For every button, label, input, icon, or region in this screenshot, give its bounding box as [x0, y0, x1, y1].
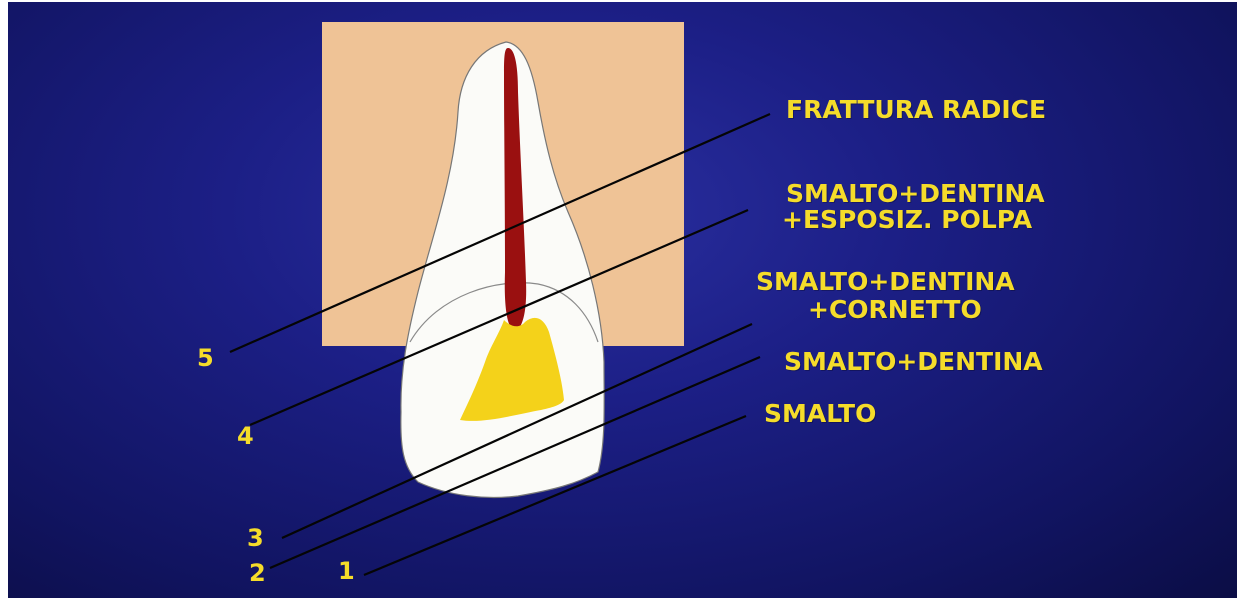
label-smalto-dentina: SMALTO+DENTINA — [784, 348, 1043, 375]
tooth-fracture-diagram — [8, 2, 1237, 598]
number-5: 5 — [197, 346, 214, 370]
label-frattura-radice: FRATTURA RADICE — [786, 96, 1046, 123]
label-smalto-dentina-cornetto-line2: +CORNETTO — [808, 296, 982, 323]
number-2: 2 — [249, 561, 266, 585]
number-1: 1 — [338, 559, 355, 583]
slide-background: FRATTURA RADICE SMALTO+DENTINA +ESPOSIZ.… — [8, 2, 1237, 598]
label-smalto-dentina-cornetto-line1: SMALTO+DENTINA — [756, 268, 1015, 295]
number-3: 3 — [247, 526, 264, 550]
label-smalto-dentina-polpa-line1: SMALTO+DENTINA — [786, 180, 1045, 207]
label-smalto-dentina-polpa-line2: +ESPOSIZ. POLPA — [782, 206, 1032, 233]
number-4: 4 — [237, 424, 254, 448]
label-smalto: SMALTO — [764, 400, 876, 427]
